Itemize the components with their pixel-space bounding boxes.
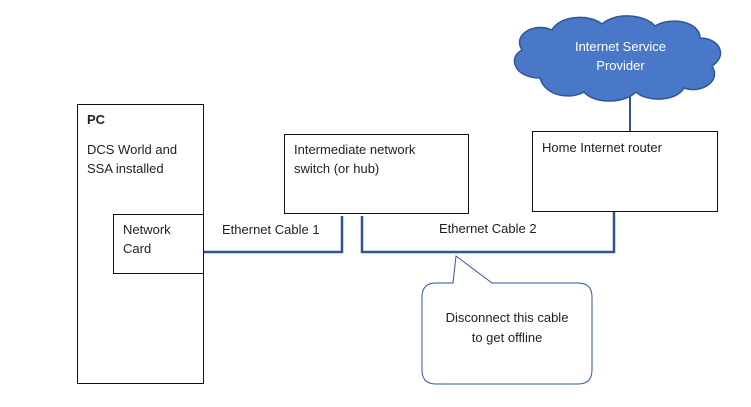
callout-line2: to get offline bbox=[471, 330, 543, 345]
router-box: Home Internet router bbox=[532, 131, 718, 212]
ethernet-cable-2[interactable] bbox=[360, 212, 616, 254]
ethernet-cable-1 bbox=[203, 216, 344, 254]
cable-2-label: Ethernet Cable 2 bbox=[439, 221, 537, 236]
callout-line1: Disconnect this cable bbox=[445, 310, 569, 325]
pc-software-line1: DCS World and bbox=[87, 142, 178, 157]
router-label: Home Internet router bbox=[542, 140, 662, 155]
isp-label: Internet Service Provider bbox=[548, 37, 693, 75]
network-card-line1: Network bbox=[123, 222, 171, 237]
isp-label-line1: Internet Service bbox=[574, 39, 667, 54]
switch-line1: Intermediate network bbox=[294, 142, 416, 157]
switch-box: Intermediate network switch (or hub) bbox=[284, 134, 469, 214]
network-card-line2: Card bbox=[123, 241, 152, 256]
cable-1-label: Ethernet Cable 1 bbox=[222, 222, 320, 237]
callout-text: Disconnect this cable to get offline bbox=[424, 308, 590, 348]
isp-cloud bbox=[513, 15, 722, 102]
callout-bubble bbox=[421, 255, 593, 385]
network-card-box: Network Card bbox=[113, 214, 204, 274]
isp-label-line2: Provider bbox=[596, 58, 645, 73]
pc-software-line2: SSA installed bbox=[87, 161, 164, 176]
switch-line2: switch (or hub) bbox=[294, 161, 380, 176]
pc-title: PC bbox=[87, 112, 106, 127]
